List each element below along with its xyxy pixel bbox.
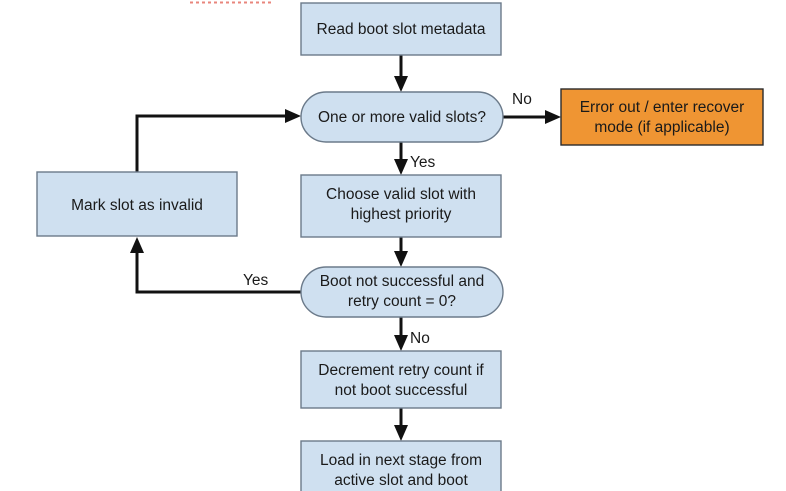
node-decrement-retry-count-label-line2: not boot successful <box>335 382 468 399</box>
node-error-out[interactable]: Error out / enter recover mode (if appli… <box>560 88 764 146</box>
node-one-or-more-valid-slots[interactable]: One or more valid slots? <box>300 91 504 143</box>
edge-read-metadata-to-valid-slots <box>394 55 408 92</box>
node-mark-slot-as-invalid-label: Mark slot as invalid <box>71 197 203 214</box>
node-decrement-retry-count[interactable]: Decrement retry count if not boot succes… <box>300 350 502 409</box>
edge-valid-slots-yes-to-choose <box>394 142 408 175</box>
node-boot-not-successful-label-line1: Boot not successful and <box>320 273 485 290</box>
node-one-or-more-valid-slots-label: One or more valid slots? <box>318 109 486 126</box>
edge-valid-slots-no-to-error <box>503 110 561 124</box>
node-load-next-stage[interactable]: Load in next stage from active slot and … <box>300 440 502 491</box>
node-read-boot-slot-metadata[interactable]: Read boot slot metadata <box>300 2 502 56</box>
edge-label-retry-yes: Yes <box>243 272 269 289</box>
edge-mark-invalid-to-valid-slots <box>135 109 301 172</box>
edge-retry-yes-to-mark-invalid <box>130 237 301 294</box>
node-read-boot-slot-metadata-label: Read boot slot metadata <box>317 21 486 38</box>
node-error-out-label-line1: Error out / enter recover <box>580 99 745 116</box>
node-mark-slot-as-invalid[interactable]: Mark slot as invalid <box>36 171 238 237</box>
edge-label-valid-slots-yes: Yes <box>410 154 436 171</box>
node-boot-not-successful-decision[interactable]: Boot not successful and retry count = 0? <box>300 266 504 318</box>
edge-label-valid-slots-no: No <box>512 91 532 108</box>
node-load-next-stage-label-line2: active slot and boot <box>334 472 468 489</box>
node-choose-valid-slot-label-line1: Choose valid slot with <box>326 186 476 203</box>
node-choose-valid-slot[interactable]: Choose valid slot with highest priority <box>300 174 502 238</box>
node-load-next-stage-label-line1: Load in next stage from <box>320 452 482 469</box>
edge-retry-no-to-decrement <box>394 317 408 351</box>
node-error-out-label-line2: mode (if applicable) <box>594 119 729 136</box>
edge-label-retry-no: No <box>410 330 430 347</box>
node-decrement-retry-count-label-line1: Decrement retry count if <box>318 362 484 379</box>
edge-decrement-to-load <box>394 408 408 441</box>
edge-choose-to-retry <box>394 237 408 267</box>
node-choose-valid-slot-label-line2: highest priority <box>351 206 452 223</box>
node-boot-not-successful-label-line2: retry count = 0? <box>348 293 457 310</box>
